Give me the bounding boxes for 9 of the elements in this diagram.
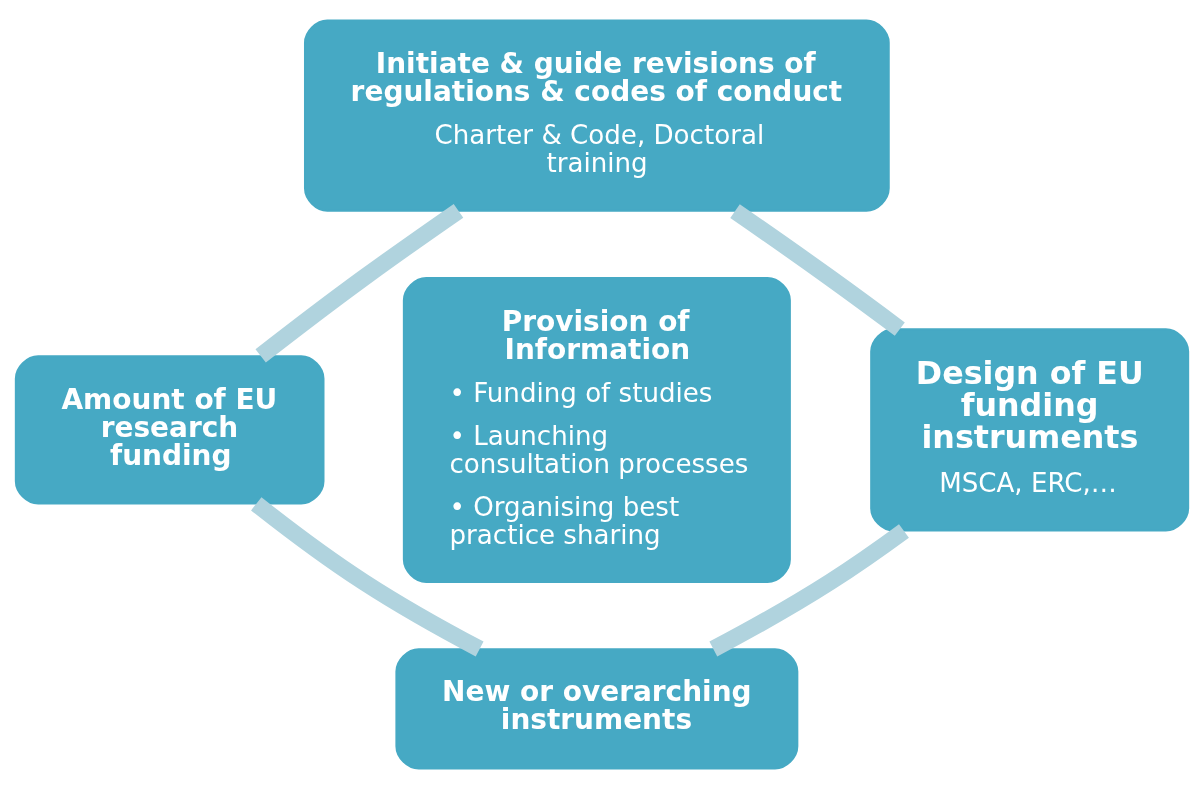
node-box: New or overarching instruments	[395, 648, 799, 770]
connector	[730, 204, 905, 336]
connector	[709, 524, 909, 657]
node-box: Design of EU funding instruments MSCA, ERC,…	[870, 328, 1190, 532]
node-box: Provision of Information • Funding of studies • Launching consultation processes • Organising best practice sharing	[402, 276, 791, 583]
connector	[251, 497, 484, 657]
node-box: Initiate & guide revisions of regulations & codes of conduct Charter & Code, Doctoral training	[304, 19, 890, 212]
connector	[255, 203, 464, 363]
node-box: Amount of EU research funding	[14, 355, 325, 505]
